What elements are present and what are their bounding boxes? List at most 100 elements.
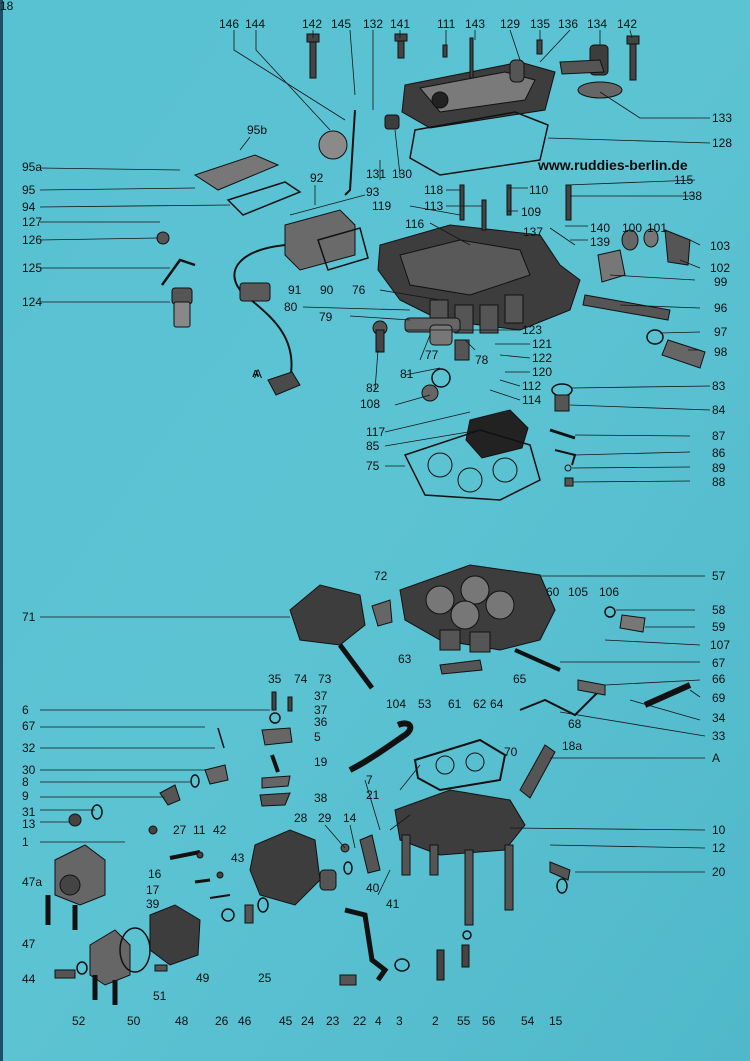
top-callout-38: 139 (590, 235, 611, 249)
bottom-callout-17: 66 (712, 672, 726, 686)
bottom-callout-75: 4 (375, 1014, 382, 1028)
pump-71 (289, 584, 375, 690)
bottom-callout-36: 7 (366, 773, 373, 787)
top-callout-6: 111 (437, 17, 456, 31)
top-callout-62: 108 (360, 397, 381, 411)
top-callout-42: 124 (22, 295, 43, 309)
bottom-callout-32: 18a (562, 739, 583, 753)
screw-61 (439, 659, 483, 675)
lever-3 (344, 907, 389, 982)
top-callout-60: 112 (522, 379, 542, 393)
website-url[interactable]: www.ruddies-berlin.de (538, 157, 688, 173)
pump-housing-26 (149, 904, 201, 966)
lever-125 (160, 258, 196, 286)
top-callout-30: 127 (22, 215, 43, 229)
top-callout-64: 84 (712, 403, 726, 417)
top-callout-58: 82 (366, 381, 380, 395)
bottom-callout-77: 2 (432, 1014, 439, 1028)
bottom-callout-42: 31 (22, 805, 36, 819)
bottom-callout-7: 59 (712, 620, 726, 634)
bottom-callout-66: 52 (72, 1014, 86, 1028)
bottom-callout-23: 37 (314, 703, 328, 717)
bottom-callout-5: 71 (22, 610, 36, 624)
bottom-callout-14: 62 (473, 697, 487, 711)
bottom-callout-39: 8 (22, 775, 29, 789)
bottom-callout-67: 50 (127, 1014, 141, 1028)
bottom-callout-53: 16 (148, 867, 162, 881)
link-66 (577, 679, 606, 696)
spring-69 (643, 682, 692, 708)
bottom-callout-73: 23 (326, 1014, 340, 1028)
bottom-callout-25: 36 (314, 715, 328, 729)
bottom-callout-37: 30 (22, 763, 36, 777)
screw-17 (549, 861, 571, 881)
bottom-callout-18: 35 (268, 672, 282, 686)
bottom-callout-71: 45 (279, 1014, 293, 1028)
top-callout-36: 103 (710, 239, 731, 253)
top-callout-21: 93 (366, 185, 380, 199)
top-callout-39: 102 (710, 261, 731, 275)
top-callout-63: 114 (522, 393, 542, 407)
top-callout-27: 138 (682, 189, 703, 203)
bottom-callout-40: 38 (314, 791, 328, 805)
bottom-callout-62: 49 (196, 971, 210, 985)
top-callout-57: A (254, 367, 263, 381)
rod-65 (514, 648, 561, 672)
top-callout-67: 85 (366, 439, 380, 453)
bottom-callout-38: 21 (366, 788, 380, 802)
top-callout-14: 128 (712, 136, 733, 150)
pump-cover-plate (193, 154, 302, 216)
top-callout-49: 123 (522, 323, 543, 337)
solenoid-19 (519, 744, 556, 799)
bottom-callout-46: 28 (294, 811, 308, 825)
bottom-callout-48: 11 (193, 823, 206, 837)
diaphragm-parts (597, 228, 691, 283)
top-callout-56: 81 (400, 367, 414, 381)
carburetor-cover (401, 59, 556, 129)
plate-72 (371, 599, 393, 627)
bottom-callout-3: 105 (568, 585, 589, 599)
bottom-callout-60: 47a (22, 875, 43, 889)
lever-70 (519, 689, 601, 717)
bottom-callout-72: 24 (301, 1014, 315, 1028)
choke-rod (344, 109, 356, 196)
top-callout-17: 131 (366, 167, 387, 181)
top-callout-0: 146 (219, 17, 240, 31)
top-callout-15: 95b (247, 123, 268, 137)
bottom-callout-56: 20 (712, 865, 726, 879)
top-callout-23: 118 (424, 183, 444, 197)
fitting-84 (551, 383, 573, 412)
bottom-callout-33: A (712, 751, 721, 765)
bottom-callout-80: 54 (521, 1014, 535, 1028)
bottom-callout-24: 6 (22, 703, 29, 717)
top-callout-22: 94 (22, 200, 36, 214)
bottom-callout-35: 32 (22, 741, 36, 755)
top-callout-31: 116 (405, 217, 425, 231)
bottom-callout-20: 37 (314, 689, 328, 703)
top-callout-51: 98 (714, 345, 728, 359)
bottom-callout-30: 33 (712, 729, 726, 743)
top-callout-1: 144 (245, 17, 266, 31)
bottom-callout-41: 9 (22, 789, 29, 803)
top-callout-44: 90 (320, 283, 334, 297)
top-callout-50: 97 (714, 325, 728, 339)
pump-body-24 (249, 829, 321, 906)
marker-a-top: A (252, 369, 259, 380)
top-callout-45: 76 (352, 283, 366, 297)
bottom-callout-0: 72 (374, 569, 388, 583)
bottom-callout-11: 74 (294, 672, 308, 686)
bottom-callout-29: 5 (314, 730, 321, 744)
top-callout-40: 125 (22, 261, 43, 275)
top-callout-55: 78 (475, 353, 489, 367)
bottom-callout-54: 43 (231, 851, 245, 865)
bottom-callout-31: 70 (504, 745, 518, 759)
top-callout-26: 115 (674, 173, 694, 187)
top-callout-61: 83 (712, 379, 726, 393)
top-callout-47: 96 (714, 301, 728, 315)
bottom-callout-81: 15 (549, 1014, 563, 1028)
top-callout-5: 141 (390, 17, 411, 31)
bottom-callout-64: 44 (22, 972, 36, 986)
bottom-callout-15: 64 (490, 697, 504, 711)
bottom-callout-6: 58 (712, 603, 726, 617)
bottom-callout-27: 68 (568, 717, 582, 731)
